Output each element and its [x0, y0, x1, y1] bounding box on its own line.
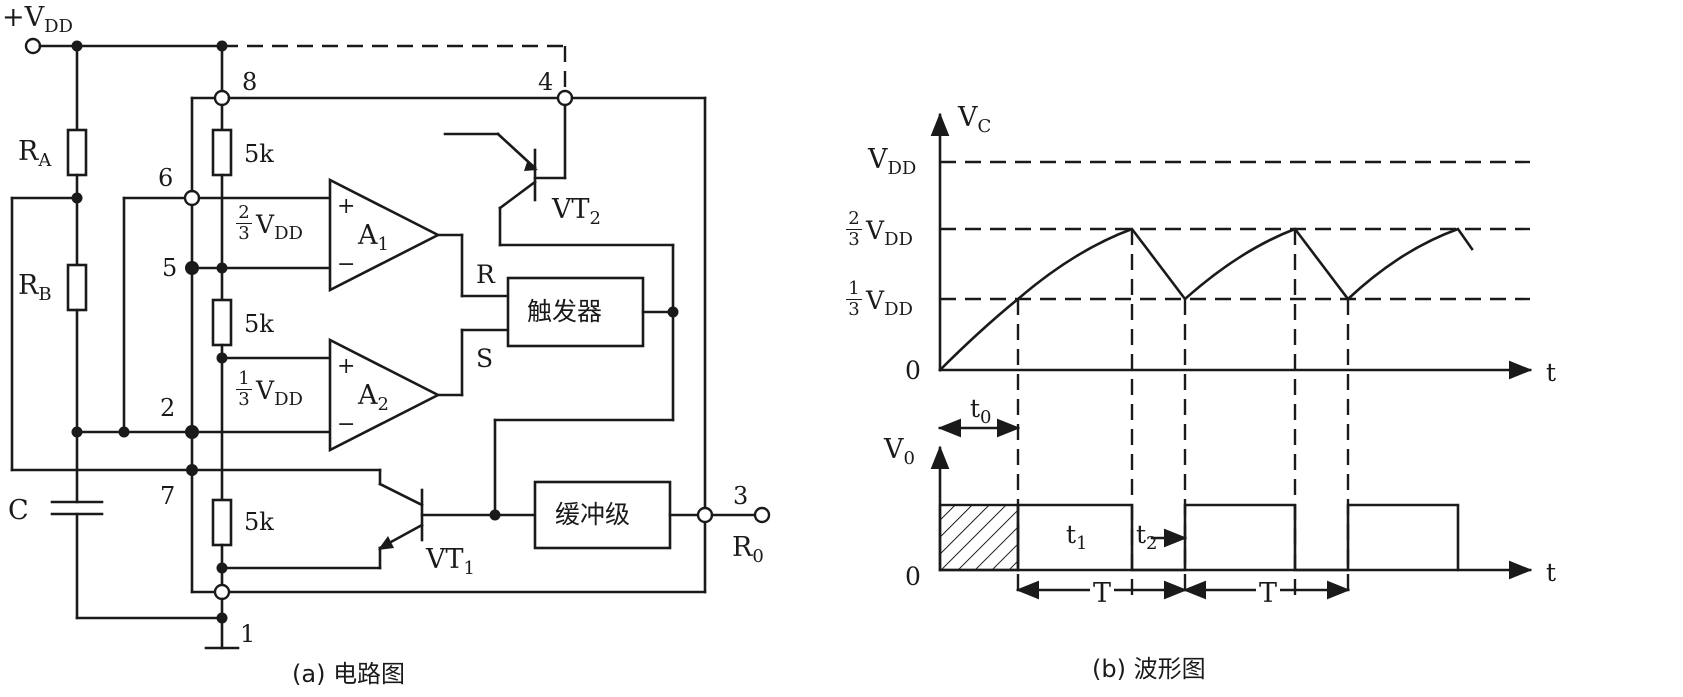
one-third-label: VDD: [866, 286, 913, 320]
output-pulse-train: [1016, 503, 1460, 572]
period-2-label: T: [1256, 580, 1281, 607]
trigger-label: 触发器: [527, 297, 603, 326]
resistor-5k-middle: [211, 298, 233, 347]
trigger-block: [506, 276, 645, 348]
vt1-label: VT1: [426, 544, 475, 579]
vo-axis-label: V0: [884, 434, 915, 469]
circuit-caption: (a) 电路图: [292, 660, 406, 688]
transistor-vt2: [443, 103, 567, 210]
two-third-label: VDD: [866, 216, 913, 250]
zero-top-label: 0: [905, 356, 921, 385]
buffer-label: 缓冲级: [555, 500, 631, 529]
comparator-a2: [328, 337, 441, 453]
pin1-node: [213, 583, 231, 601]
waveform-caption: (b) 波形图: [1092, 655, 1206, 683]
pin8-node: [213, 89, 231, 107]
pin6-label: 6: [158, 164, 174, 192]
waveform-diagram: [930, 112, 1533, 600]
a1-plus: +: [337, 194, 356, 219]
s-input-label: S: [476, 344, 494, 373]
ra-label: RA: [18, 136, 52, 171]
a2-label: A2: [358, 380, 389, 415]
pin5-label: 5: [162, 254, 178, 282]
capacitor-label: C: [8, 495, 29, 526]
t0-label: t0: [970, 394, 992, 428]
r-input-label: R: [476, 260, 495, 289]
pin8-label: 8: [242, 68, 258, 96]
ref-bottom-label: VDD: [256, 376, 303, 410]
output-label: R0: [732, 532, 764, 567]
t-axis-top-label: t: [1546, 358, 1557, 387]
period-1-label: T: [1090, 580, 1115, 607]
comparator-a1: [328, 177, 441, 293]
pin7-label: 7: [160, 482, 176, 510]
startup-hatched-region: [938, 503, 1020, 572]
pin4-node: [556, 89, 574, 107]
a1-minus: −: [337, 252, 356, 277]
pin1-label: 1: [240, 620, 256, 648]
ref-top-label: VDD: [256, 210, 303, 244]
capacitor-voltage-curve: [938, 227, 1474, 372]
vt2-label: VT2: [552, 194, 601, 229]
res-middle-label: 5k: [244, 310, 274, 338]
circuit-diagram: [10, 37, 771, 650]
res-upper-label: 5k: [244, 140, 274, 168]
supply-label: +VDD: [2, 2, 73, 37]
resistor-rb: [66, 263, 88, 312]
transistor-vt1: [220, 482, 537, 570]
a2-plus: +: [337, 354, 356, 379]
t-axis-bottom-label: t: [1546, 558, 1557, 587]
resistor-5k-lower: [211, 498, 233, 547]
a2-minus: −: [337, 412, 356, 437]
pin6-node: [183, 189, 201, 207]
resistor-ra: [66, 128, 88, 177]
resistor-5k-upper: [211, 128, 233, 177]
pin3-label: 3: [733, 482, 749, 510]
vdd-level-label: VDD: [868, 144, 917, 179]
a1-label: A1: [358, 220, 389, 255]
zero-bottom-label: 0: [905, 562, 921, 591]
supply-terminal: [24, 37, 42, 55]
rb-label: RB: [18, 270, 52, 305]
t2-label: t2: [1136, 520, 1158, 554]
pin2-label: 2: [160, 394, 176, 422]
output-terminal: [753, 506, 771, 524]
vc-axis-label: VC: [958, 102, 992, 137]
t1-label: t1: [1066, 520, 1088, 554]
pin4-label: 4: [538, 68, 554, 96]
pin3-node: [696, 506, 714, 524]
res-lower-label: 5k: [244, 508, 274, 536]
